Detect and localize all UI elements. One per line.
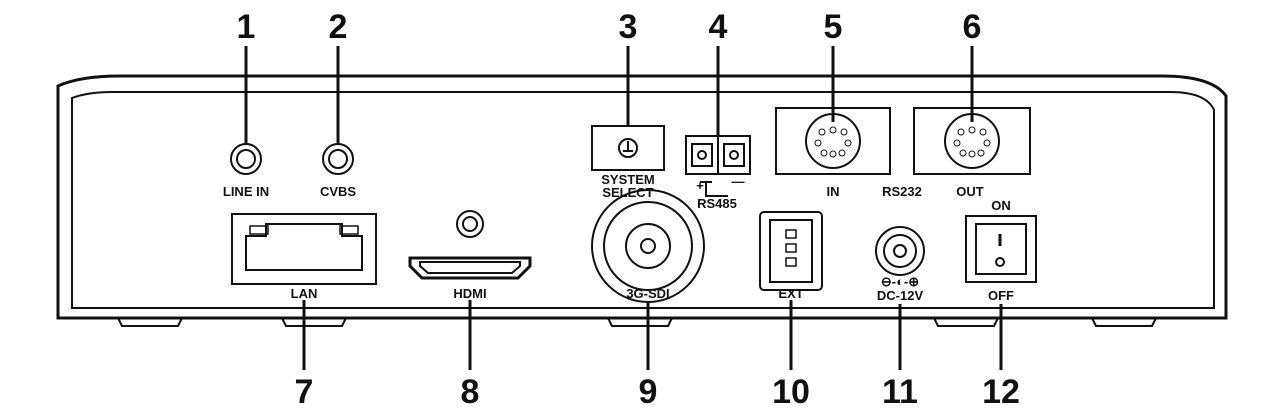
lan-port xyxy=(231,213,377,285)
label-rs232: RS232 xyxy=(882,184,922,199)
dc-power-jack xyxy=(875,226,925,276)
device-body xyxy=(56,74,1228,327)
label-rs485: RS485 xyxy=(697,196,737,211)
label-off: OFF xyxy=(988,288,1014,303)
label-on: ON xyxy=(991,198,1011,213)
line-in-jack xyxy=(230,143,262,175)
callout-4: 4 xyxy=(709,8,728,46)
callout-10: 10 xyxy=(772,373,810,411)
label-ext: EXT xyxy=(778,286,803,301)
label-sdi: 3G-SDI xyxy=(626,286,669,301)
label-in: IN xyxy=(827,184,840,199)
system-select-switch xyxy=(591,125,665,171)
label-dc: DC-12V xyxy=(877,288,924,303)
label-system: SYSTEM xyxy=(601,172,654,187)
power-switch xyxy=(965,215,1037,283)
label-line-in: LINE IN xyxy=(223,184,269,199)
label-rs485-minus: — xyxy=(732,174,745,189)
label-select: SELECT xyxy=(602,185,653,200)
cvbs-jack xyxy=(322,143,354,175)
label-dc-polarity: ⊖-◐-⊕ xyxy=(881,274,919,289)
top-leaders xyxy=(244,46,974,144)
callout-12: 12 xyxy=(982,373,1020,411)
label-lan: LAN xyxy=(291,286,318,301)
callout-9: 9 xyxy=(639,373,658,411)
callout-6: 6 xyxy=(963,8,982,46)
callout-7: 7 xyxy=(295,373,314,411)
label-out: OUT xyxy=(956,184,984,199)
label-hdmi: HDMI xyxy=(453,286,486,301)
label-rs485-plus: + xyxy=(696,178,704,193)
callout-11: 11 xyxy=(882,373,918,411)
callout-3: 3 xyxy=(619,8,638,46)
callout-8: 8 xyxy=(461,373,480,411)
ext-usb-port xyxy=(759,211,823,291)
label-cvbs: CVBS xyxy=(320,184,356,199)
hdmi-port xyxy=(408,210,532,280)
bottom-leaders xyxy=(302,300,1003,370)
callout-2: 2 xyxy=(329,8,348,46)
callout-5: 5 xyxy=(824,8,843,46)
callout-1: 1 xyxy=(237,8,256,46)
